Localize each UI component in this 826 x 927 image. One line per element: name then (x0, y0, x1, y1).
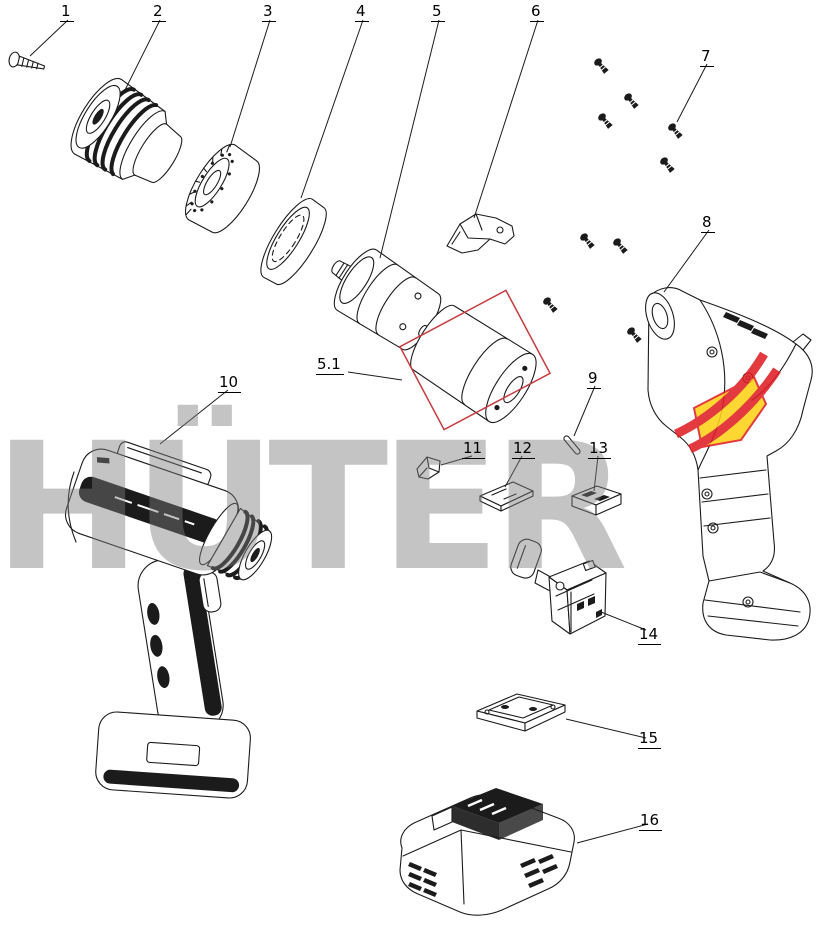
callout-9: 9 (587, 369, 601, 389)
housing-right-part-8 (645, 287, 813, 641)
callout-14: 14 (638, 625, 662, 645)
pin-part-9 (563, 435, 581, 455)
callout-5: 5 (431, 2, 445, 22)
clutch-collar-part-3 (185, 143, 260, 234)
bracket-part-6 (446, 213, 515, 254)
gearbox-part-5 (331, 248, 442, 351)
callout-6: 6 (530, 2, 544, 22)
callout-4: 4 (355, 2, 369, 22)
callout-5-1: 5.1 (316, 355, 344, 375)
callout-7: 7 (700, 47, 714, 67)
callout-15: 15 (638, 729, 662, 749)
brand-logo-emblem (674, 351, 781, 454)
callout-13: 13 (588, 439, 612, 459)
callout-10: 10 (218, 373, 242, 393)
block-part-13 (571, 485, 622, 516)
callout-leader-lines (29, 19, 710, 844)
cover-plate-part-15 (476, 693, 566, 732)
clip-part-11 (416, 456, 441, 480)
callout-2: 2 (152, 2, 166, 22)
plate-part-12 (479, 481, 534, 512)
callout-16: 16 (639, 811, 663, 831)
battery-part-16 (399, 788, 575, 916)
screw-part-1 (8, 51, 46, 70)
motor-highlight-box (398, 289, 552, 431)
callout-3: 3 (262, 2, 276, 22)
chuck-part-2 (70, 77, 183, 184)
callout-1: 1 (60, 2, 74, 22)
callout-8: 8 (701, 213, 715, 233)
callout-11: 11 (462, 439, 486, 459)
drill-body-part-10 (65, 441, 273, 799)
callout-12: 12 (512, 439, 536, 459)
switch-part-14 (510, 538, 607, 635)
ring-part-4 (260, 198, 327, 285)
